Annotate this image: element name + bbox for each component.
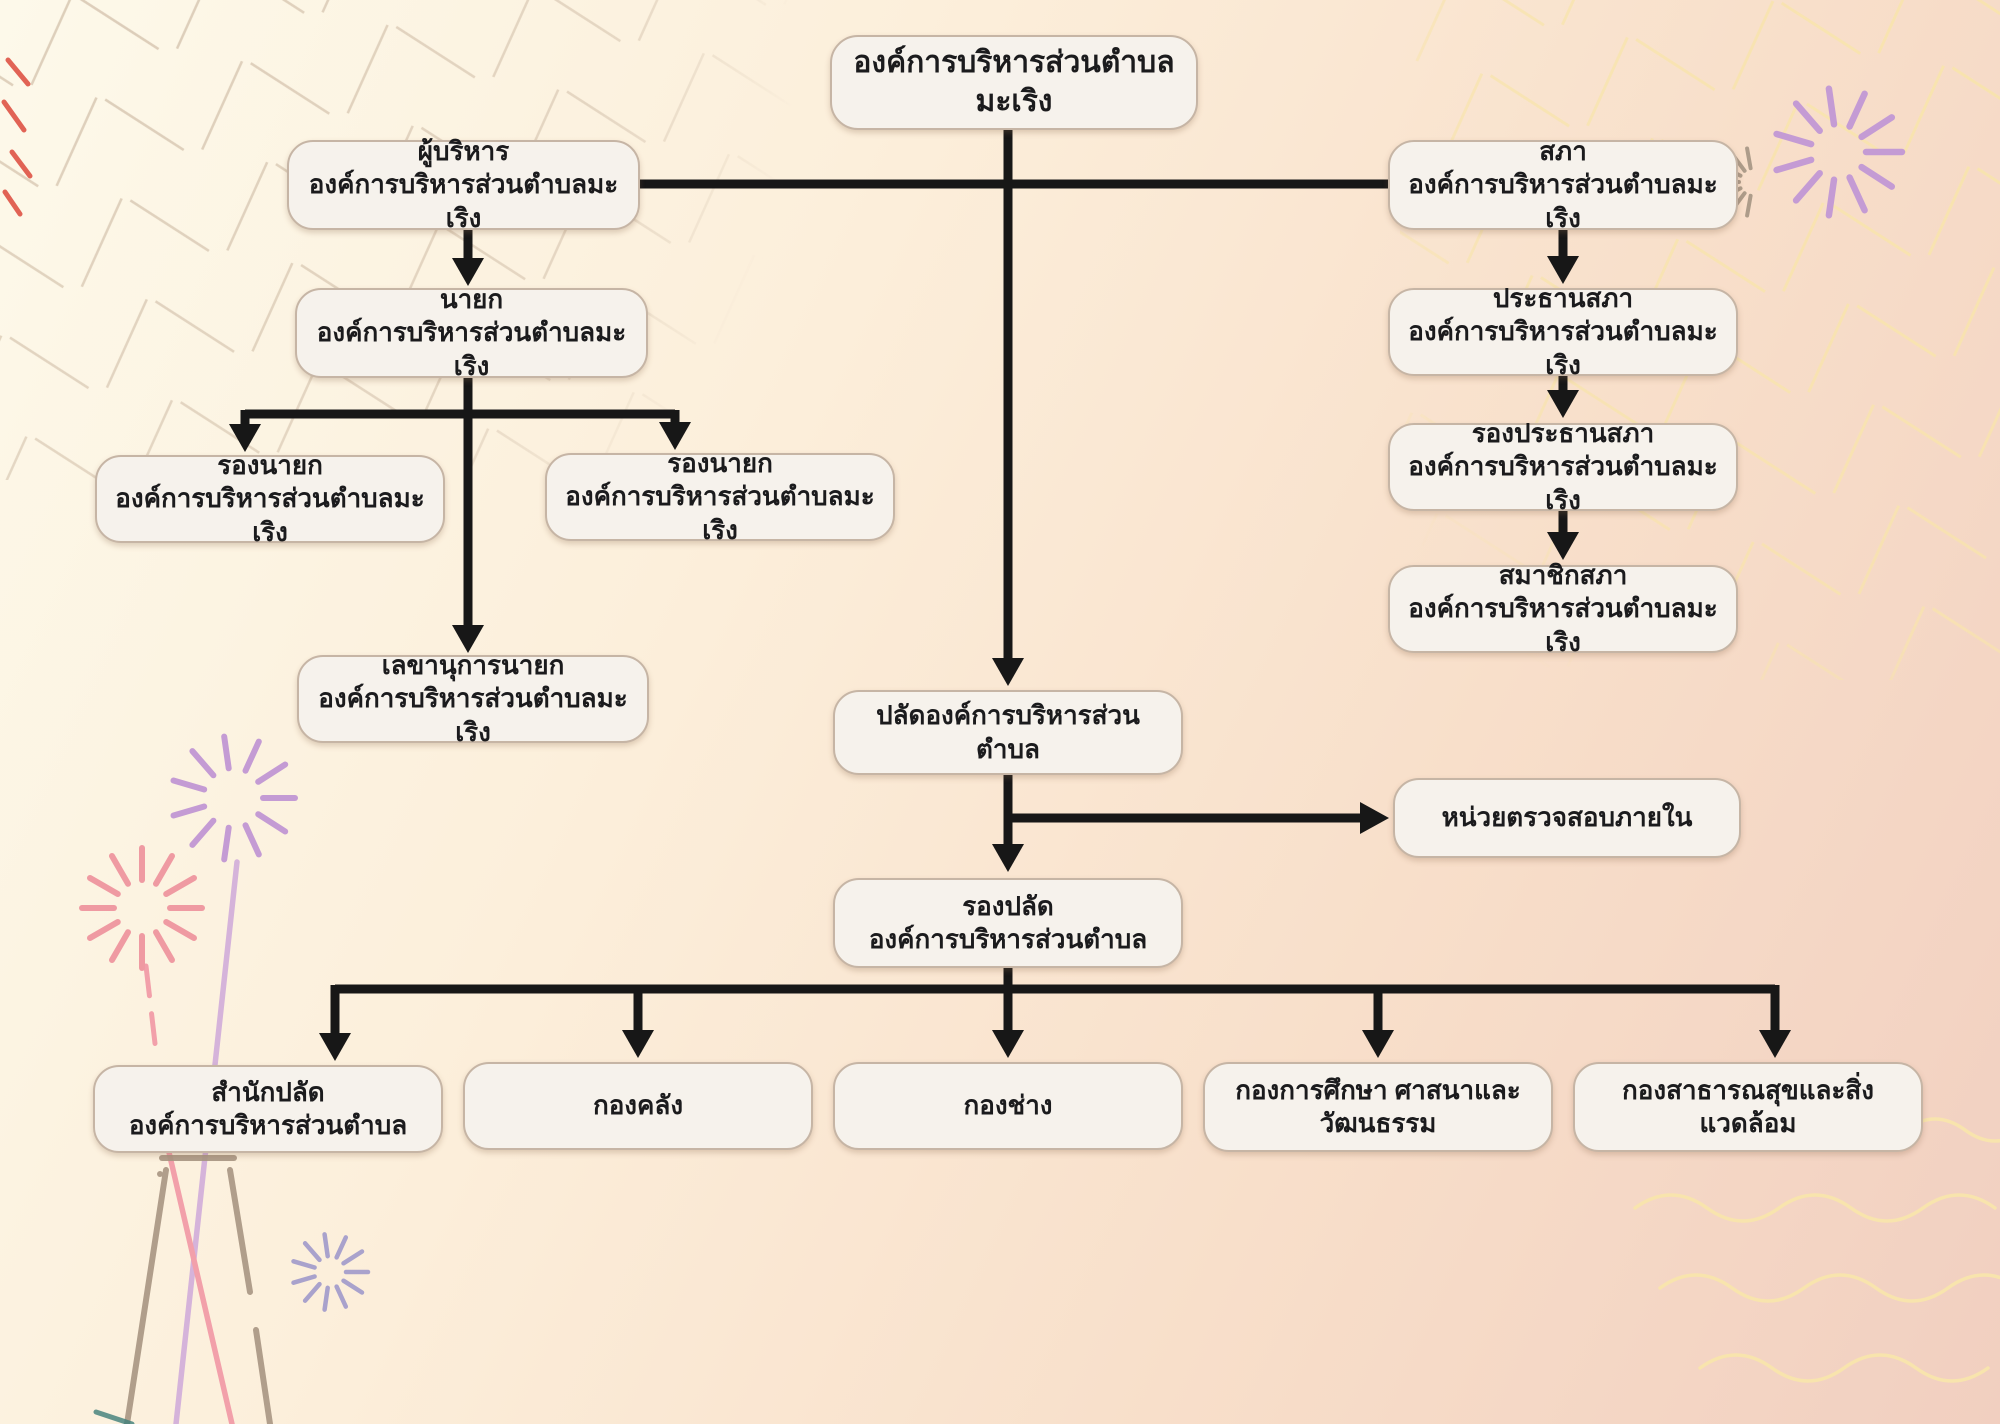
node-label: วัฒนธรรม xyxy=(1319,1108,1437,1138)
red-dash-decoration xyxy=(1,57,33,217)
node-label: องค์การบริหารส่วนตำบลมะเริง xyxy=(565,481,875,545)
node-label: ประธานสภา xyxy=(1492,283,1634,314)
arrowheads xyxy=(229,256,1791,1061)
node-council-chairman: ประธานสภา องค์การบริหารส่วนตำบลมะเริง xyxy=(1388,283,1738,380)
node-health-division: กองสาธารณสุขและสิ่งแวดล้อม xyxy=(1573,1062,1923,1152)
node-label: องค์การบริหารส่วนตำบลมะเริง xyxy=(1408,593,1718,657)
node-label: นายก xyxy=(439,284,504,315)
node-label: กองคลัง xyxy=(592,1090,684,1121)
node-label: องค์การบริหารส่วนตำบลมะเริง xyxy=(318,683,628,747)
chevron-pattern-top-left xyxy=(0,0,840,480)
node-label: องค์การบริหารส่วนตำบล xyxy=(128,1110,408,1140)
node-label: กองสาธารณสุขและสิ่งแวดล้อม xyxy=(1622,1074,1874,1138)
node-label: สมาชิกสภา xyxy=(1498,560,1628,591)
node-council: สภา องค์การบริหารส่วนตำบลมะเริง xyxy=(1388,136,1738,233)
node-clerk-office: สำนักปลัด องค์การบริหารส่วนตำบล xyxy=(93,1065,443,1153)
node-label: องค์การบริหารส่วนตำบลมะเริง xyxy=(115,483,425,547)
node-label: รองประธานสภา xyxy=(1471,418,1655,449)
node-label: กองการศึกษา ศาสนาและ xyxy=(1235,1074,1521,1105)
node-label: เลขานุการนายก xyxy=(381,650,565,681)
connector-division-distributor xyxy=(330,984,1780,1035)
node-mayor-secretary: เลขานุการนายก องค์การบริหารส่วนตำบลมะเริ… xyxy=(297,650,649,747)
node-council-members: สมาชิกสภา องค์การบริหารส่วนตำบลมะเริง xyxy=(1388,560,1738,657)
node-executive: ผู้บริหาร องค์การบริหารส่วนตำบลมะเริง xyxy=(287,136,640,233)
node-label: กองช่าง xyxy=(963,1090,1053,1121)
node-finance-division: กองคลัง xyxy=(463,1062,813,1150)
node-label: องค์การบริหารส่วนตำบลมะเริง xyxy=(316,317,627,381)
node-mayor: นายก องค์การบริหารส่วนตำบลมะเริง xyxy=(295,284,648,381)
node-engineering-division: กองช่าง xyxy=(833,1062,1183,1150)
connector-mayor-branch xyxy=(240,409,680,428)
node-label: องค์การบริหารส่วนตำบลมะเริง xyxy=(1408,169,1718,233)
wave-lines-decoration xyxy=(1633,1117,2000,1383)
node-label: หน่วยตรวจสอบภายใน xyxy=(1441,802,1693,833)
node-internal-audit: หน่วยตรวจสอบภายใน xyxy=(1393,778,1741,858)
node-council-vice-chairman: รองประธานสภา องค์การบริหารส่วนตำบลมะเริง xyxy=(1388,418,1738,515)
node-label: ปลัดองค์การบริหารส่วนตำบล xyxy=(876,700,1140,764)
node-education-division: กองการศึกษา ศาสนาและ วัฒนธรรม xyxy=(1203,1062,1553,1152)
node-label: ผู้บริหาร xyxy=(417,136,510,167)
teal-mark-decoration xyxy=(93,1409,135,1424)
node-label: รองนายก xyxy=(667,448,773,479)
firework-stem-pink xyxy=(143,963,235,1424)
node-deputy-clerk: รองปลัด องค์การบริหารส่วนตำบล xyxy=(833,878,1183,968)
node-label: องค์การบริหารส่วนตำบลมะเริง xyxy=(1408,451,1718,515)
node-clerk: ปลัดองค์การบริหารส่วนตำบล xyxy=(833,690,1183,775)
node-label: รองปลัด xyxy=(962,890,1054,921)
easel-sketch xyxy=(124,1155,273,1424)
node-label: รองนายก xyxy=(217,450,323,481)
node-deputy-mayor-2: รองนายก องค์การบริหารส่วนตำบลมะเริง xyxy=(545,448,895,545)
node-label: องค์การบริหารส่วนตำบล xyxy=(868,924,1148,954)
node-root: องค์การบริหารส่วนตำบลมะเริง xyxy=(830,35,1198,130)
node-label: องค์การบริหารส่วนตำบลมะเริง xyxy=(853,46,1175,118)
node-deputy-mayor-1: รองนายก องค์การบริหารส่วนตำบลมะเริง xyxy=(95,450,445,547)
node-label: สภา xyxy=(1539,136,1587,167)
node-label: สำนักปลัด xyxy=(211,1076,325,1107)
node-label: องค์การบริหารส่วนตำบลมะเริง xyxy=(1408,316,1718,380)
node-label: องค์การบริหารส่วนตำบลมะเริง xyxy=(308,169,619,233)
